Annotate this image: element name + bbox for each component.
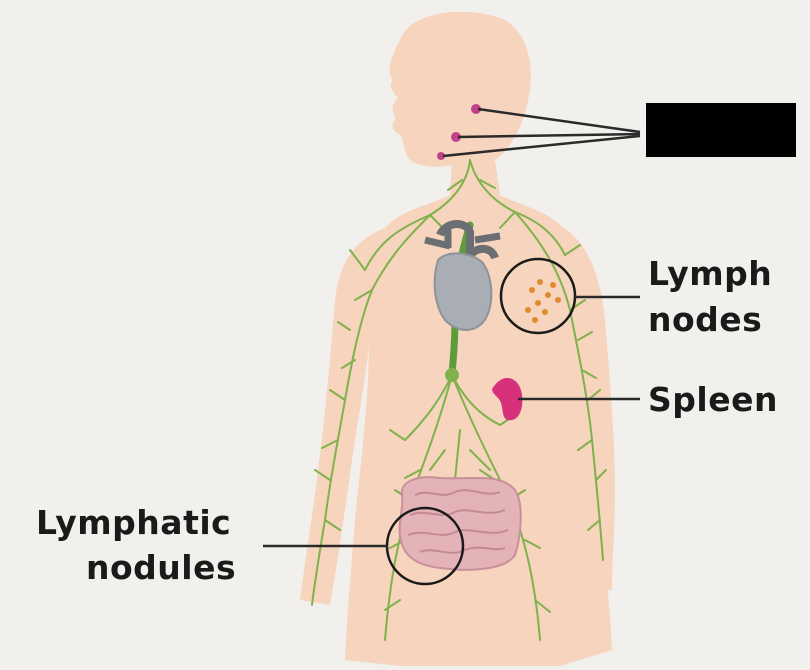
heart — [424, 220, 501, 331]
lymphatic-nodules-label-line2: nodules — [86, 548, 237, 587]
spleen — [492, 377, 523, 421]
lymph-nodes-label-line1: Lymph — [648, 254, 773, 293]
neck-lymph-nodes — [437, 104, 481, 160]
leader-lines — [263, 107, 641, 548]
spleen-label: Spleen — [648, 380, 778, 419]
axillary-lymph-nodes — [525, 279, 561, 323]
cisterna-chyli — [445, 368, 459, 382]
lymphatic-nodules-label-line1: Lymphatic — [36, 503, 232, 542]
head — [389, 11, 531, 195]
redacted-label-box — [646, 103, 796, 157]
intestines — [398, 476, 522, 571]
lymph-nodes-label-line2: nodes — [648, 300, 763, 339]
